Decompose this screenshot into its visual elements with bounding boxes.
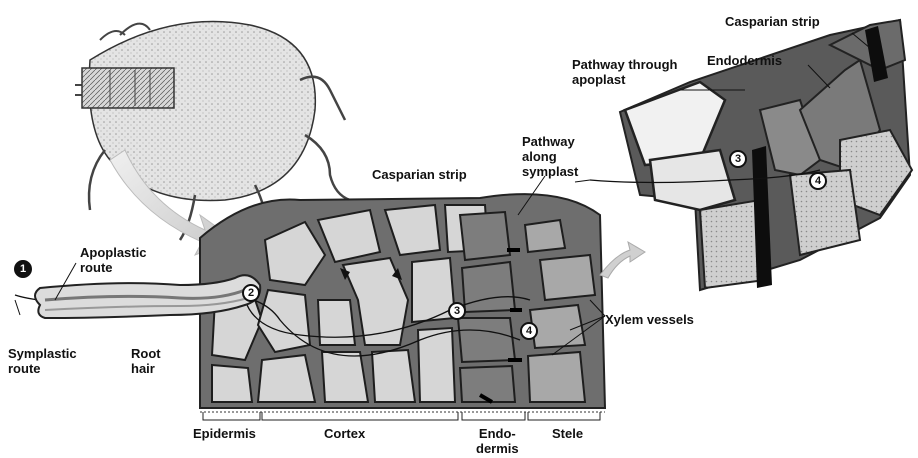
tissue-brackets [0, 0, 918, 458]
